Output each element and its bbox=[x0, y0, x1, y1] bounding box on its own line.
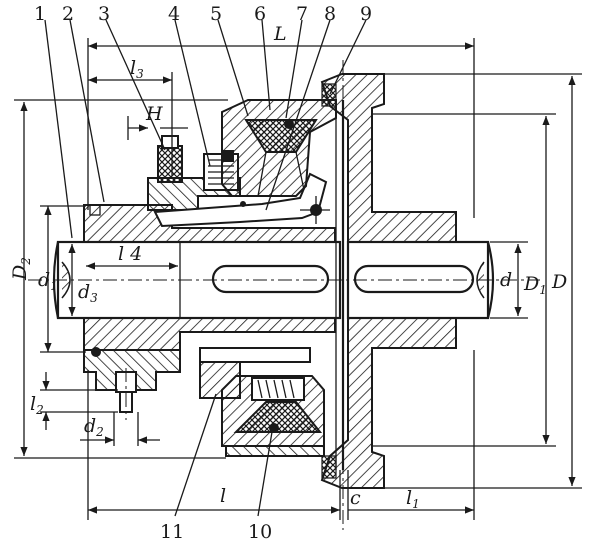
dim-D: D bbox=[551, 271, 567, 293]
dim-c: c bbox=[350, 487, 361, 509]
lower-collar-block bbox=[199, 361, 241, 399]
part-number-labels: 1 2 3 4 5 6 7 8 9 10 11 bbox=[34, 3, 372, 543]
dimension-lines bbox=[14, 38, 582, 520]
left-hub bbox=[83, 204, 336, 351]
dim-H: H bbox=[145, 103, 163, 125]
left-keyway bbox=[211, 264, 330, 294]
center-lines bbox=[28, 60, 540, 530]
dim-l3: l3 bbox=[130, 57, 144, 81]
dimension-labels: L l3 H l 4 d1 d3 D2 l2 d2 l c l1 d D1 D bbox=[9, 23, 567, 511]
part-label-10: 10 bbox=[248, 521, 272, 543]
right-flange bbox=[320, 73, 457, 489]
dim-d1: d1 bbox=[38, 269, 58, 293]
sliding-collar-lower bbox=[83, 347, 311, 420]
part-label-4: 4 bbox=[168, 3, 180, 25]
dim-l4: l 4 bbox=[118, 243, 142, 265]
dim-d2: d2 bbox=[84, 415, 104, 439]
part-label-5: 5 bbox=[210, 3, 222, 25]
dim-D1: D1 bbox=[523, 273, 547, 297]
part-label-2: 2 bbox=[62, 3, 74, 25]
dim-d: d bbox=[500, 269, 512, 291]
friction-housing-lower bbox=[221, 375, 325, 457]
part-label-9: 9 bbox=[360, 3, 372, 25]
part-label-7: 7 bbox=[296, 3, 308, 25]
dim-l1: l1 bbox=[406, 487, 420, 511]
grease-cup bbox=[157, 145, 183, 183]
dim-l2: l2 bbox=[30, 393, 44, 417]
dim-d3: d3 bbox=[78, 281, 98, 305]
part-label-8: 8 bbox=[324, 3, 336, 25]
dim-D2: D2 bbox=[9, 257, 33, 281]
part-label-6: 6 bbox=[254, 3, 266, 25]
lever bbox=[153, 172, 330, 228]
part-label-3: 3 bbox=[98, 3, 110, 25]
dim-l: l bbox=[220, 485, 226, 507]
hub-oil-hole bbox=[89, 204, 101, 216]
part-label-11: 11 bbox=[160, 521, 184, 543]
friction-ring-lower bbox=[233, 401, 323, 433]
dim-L: L bbox=[273, 23, 287, 45]
friction-housing-upper bbox=[221, 99, 337, 197]
right-keyway bbox=[353, 264, 475, 294]
part-label-1: 1 bbox=[34, 3, 46, 25]
leader-lines bbox=[44, 19, 367, 517]
